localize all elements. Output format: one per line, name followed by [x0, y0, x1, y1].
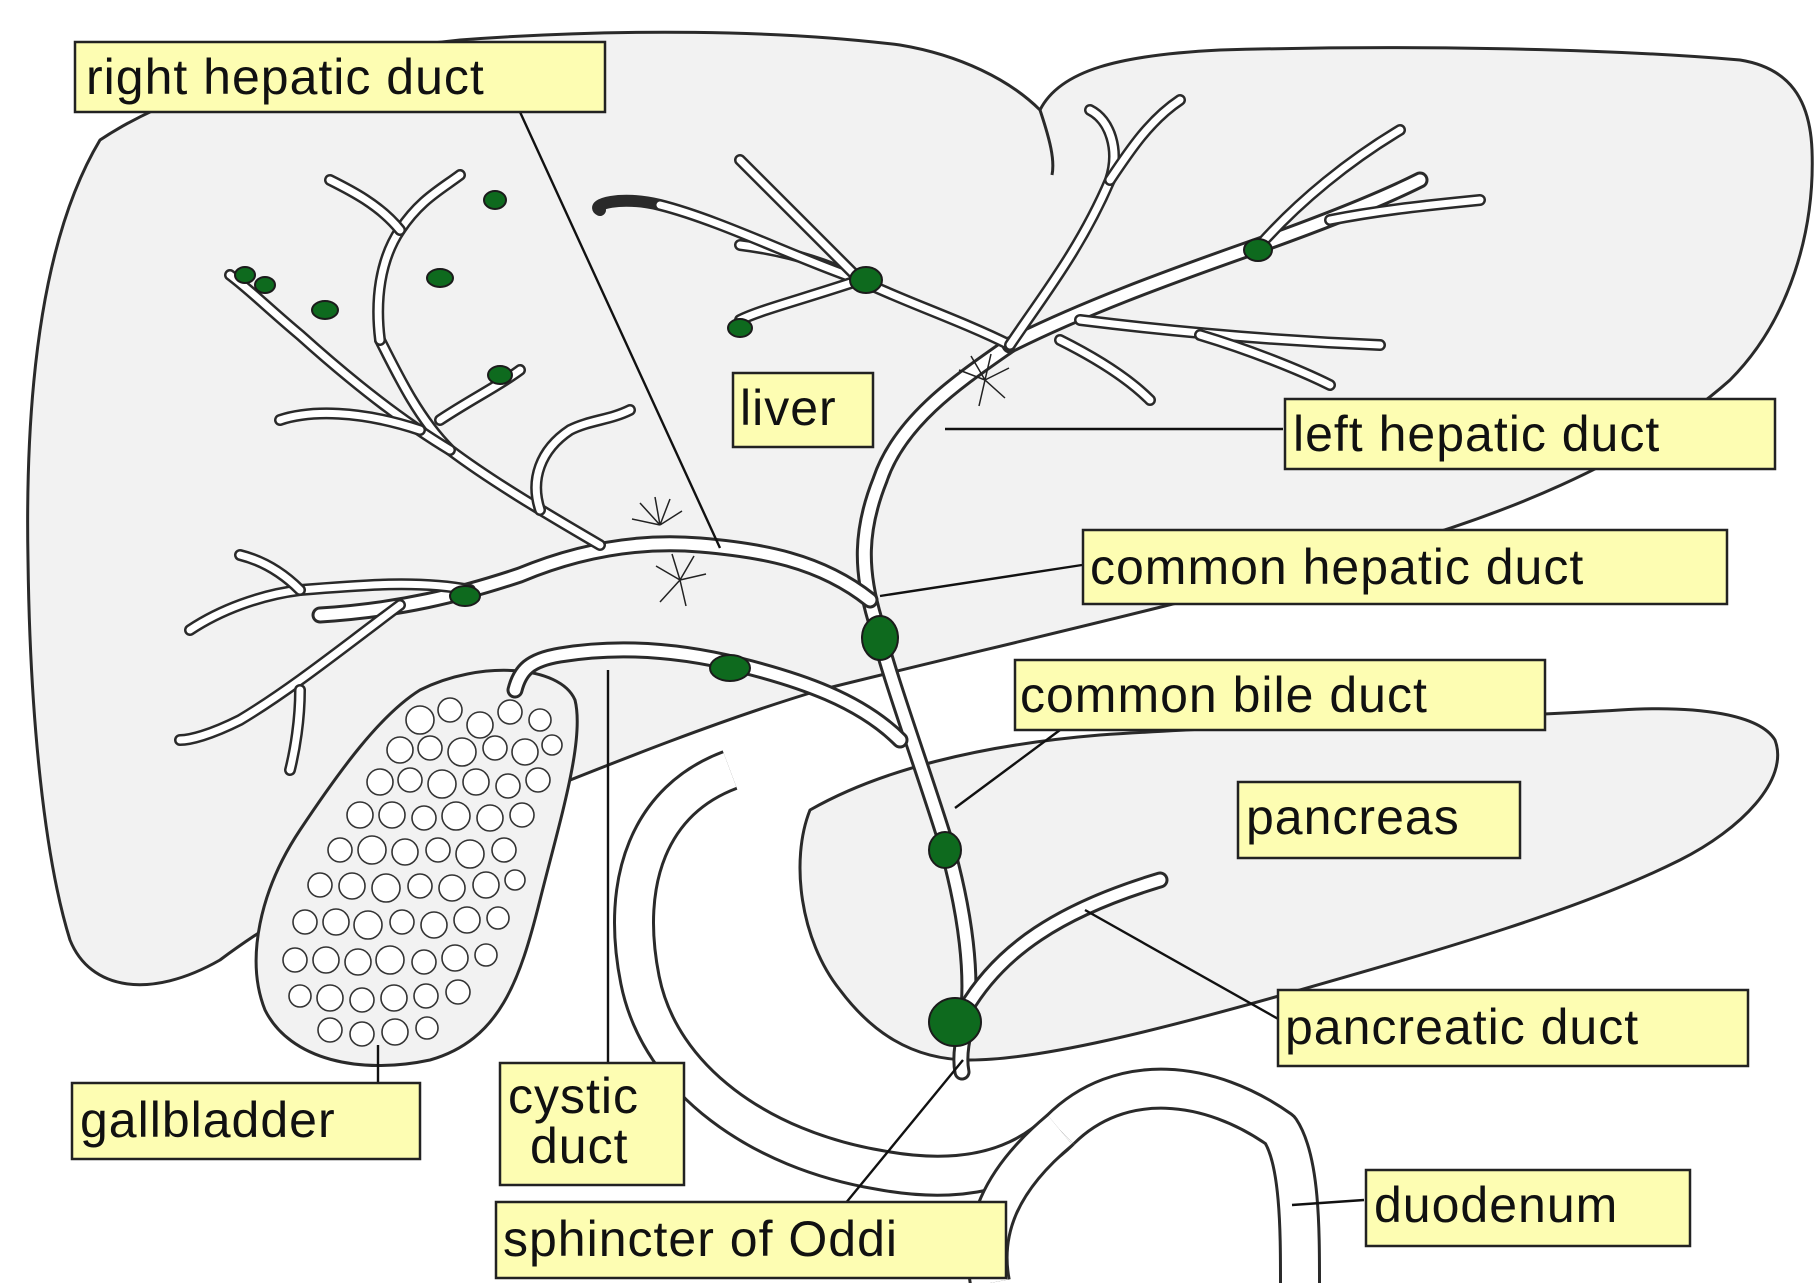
label-left-hepatic-duct-text: left hepatic duct: [1293, 406, 1660, 462]
label-gallbladder: gallbladder: [72, 1083, 420, 1159]
label-duodenum: duodenum: [1366, 1170, 1690, 1246]
label-sphincter-of-oddi: sphincter of Oddi: [496, 1202, 1006, 1278]
label-liver: liver: [733, 373, 873, 447]
label-common-hepatic-duct: common hepatic duct: [1083, 530, 1727, 604]
label-cystic-duct-text-line1: cystic: [508, 1068, 639, 1124]
label-right-hepatic-duct: right hepatic duct: [75, 42, 605, 112]
label-sphincter-of-oddi-text: sphincter of Oddi: [503, 1211, 898, 1267]
label-cystic-duct: cystic duct: [500, 1063, 684, 1185]
label-pancreas-text: pancreas: [1246, 789, 1460, 845]
label-left-hepatic-duct: left hepatic duct: [1285, 399, 1775, 469]
label-gallbladder-text: gallbladder: [80, 1092, 336, 1148]
label-common-bile-duct-text: common bile duct: [1020, 667, 1428, 723]
label-pancreatic-duct: pancreatic duct: [1278, 990, 1748, 1066]
label-duodenum-text: duodenum: [1374, 1177, 1618, 1233]
label-liver-text: liver: [740, 380, 837, 436]
label-cystic-duct-text-line2: duct: [530, 1118, 629, 1174]
label-common-bile-duct: common bile duct: [1015, 660, 1545, 730]
label-pancreatic-duct-text: pancreatic duct: [1285, 999, 1639, 1055]
label-pancreas: pancreas: [1238, 782, 1520, 858]
label-right-hepatic-duct-text: right hepatic duct: [86, 49, 485, 105]
label-common-hepatic-duct-text: common hepatic duct: [1090, 539, 1584, 595]
